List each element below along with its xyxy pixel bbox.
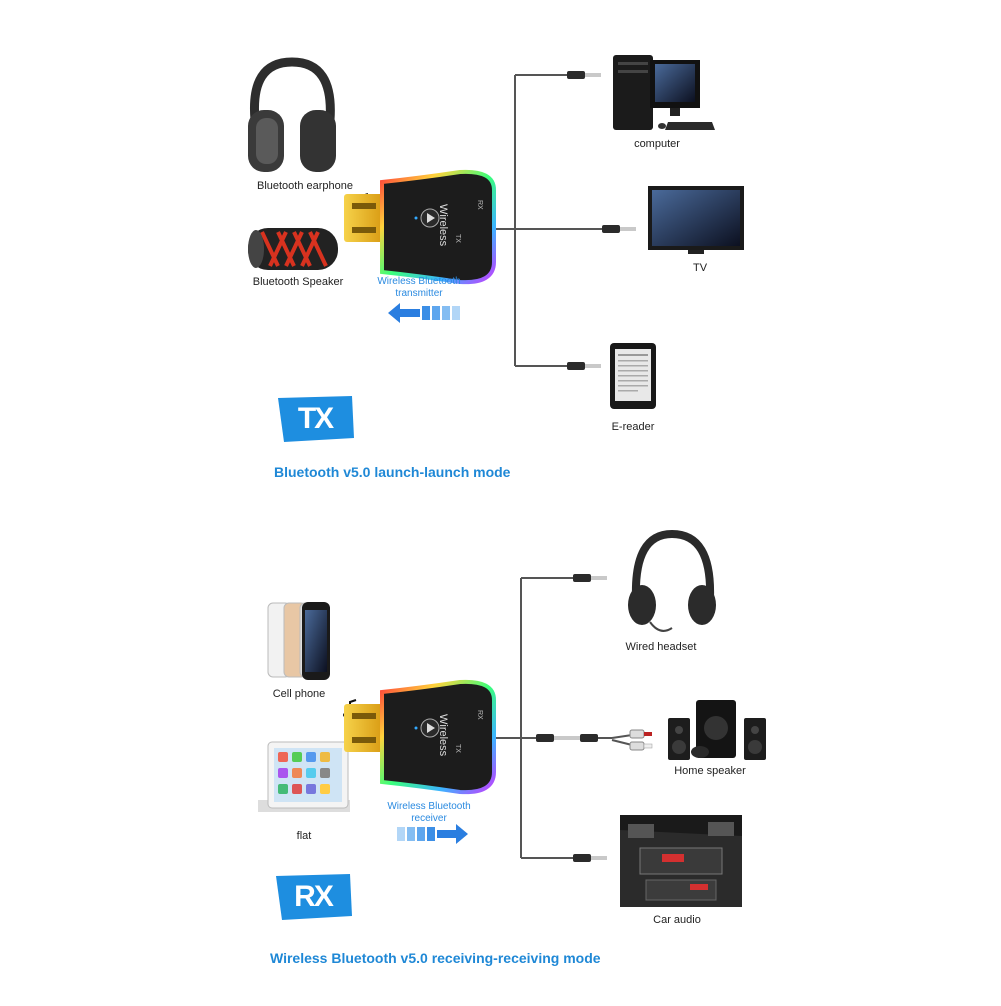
tx-arrow-label-line-1: Wireless Bluetooth — [366, 276, 472, 288]
rx-audio-plug-speaker — [536, 734, 598, 742]
label-tv: TV — [680, 262, 720, 274]
rx-badge-text: RX — [278, 874, 348, 920]
rx-adapter-tx-text: TX — [454, 744, 461, 753]
tx-audio-plug-ereader — [567, 362, 601, 370]
rx-audio-plug-headset — [573, 574, 607, 582]
label-bluetooth-speaker: Bluetooth Speaker — [236, 276, 360, 288]
car-audio-icon — [620, 815, 742, 907]
tx-arrow-label: Wireless Bluetooth transmitter — [366, 276, 472, 300]
rx-bluetooth-adapter — [344, 682, 494, 792]
rx-arrow-label-line-1: Wireless Bluetooth — [376, 801, 482, 813]
label-ereader: E-reader — [596, 421, 670, 433]
tx-badge: TX — [280, 396, 350, 442]
tx-badge-text: TX — [280, 396, 350, 442]
rx-audio-plug-car — [573, 854, 607, 862]
bluetooth-speaker-icon — [248, 228, 338, 270]
tx-cable-tree — [490, 75, 607, 366]
tx-adapter-text-group: Wireless TX RX — [441, 206, 471, 236]
bluetooth-earphone-icon — [248, 62, 336, 172]
label-home-speaker: Home speaker — [662, 765, 758, 777]
rx-badge: RX — [278, 874, 348, 920]
tx-section-heading: Bluetooth v5.0 launch-launch mode — [274, 464, 510, 480]
tx-direction-arrow — [388, 303, 460, 323]
ereader-icon — [610, 343, 656, 409]
label-bluetooth-earphone: Bluetooth earphone — [240, 180, 370, 192]
label-cell-phone: Cell phone — [262, 688, 336, 700]
home-speaker-icon — [668, 700, 766, 760]
tx-audio-plug-computer — [567, 71, 601, 79]
wired-headset-icon — [628, 534, 716, 631]
label-wired-headset: Wired headset — [616, 641, 706, 653]
tablet-icon — [258, 742, 350, 812]
tx-adapter-rx-text: RX — [476, 200, 483, 210]
rca-plugs-icon — [630, 730, 652, 750]
label-flat: flat — [284, 830, 324, 842]
tx-audio-plug-tv — [602, 225, 636, 233]
tx-adapter-tx-text: TX — [454, 234, 461, 243]
rx-arrow-label-line-2: receiver — [376, 813, 482, 825]
tv-icon — [648, 186, 744, 254]
cell-phone-icon — [268, 602, 330, 680]
rx-direction-arrow — [397, 824, 468, 844]
rx-adapter-rx-text: RX — [476, 710, 483, 720]
tx-arrow-label-line-2: transmitter — [366, 288, 472, 300]
rx-section-heading: Wireless Bluetooth v5.0 receiving-receiv… — [270, 950, 601, 966]
label-car-audio: Car audio — [640, 914, 714, 926]
computer-icon — [613, 55, 715, 130]
rx-adapter-text-group: Wireless TX RX — [441, 716, 471, 746]
rx-cable-tree — [490, 578, 632, 858]
label-computer: computer — [620, 138, 694, 150]
tx-adapter-wireless-text: Wireless — [437, 204, 449, 246]
rx-arrow-label: Wireless Bluetooth receiver — [376, 801, 482, 825]
rx-adapter-wireless-text: Wireless — [437, 714, 449, 756]
